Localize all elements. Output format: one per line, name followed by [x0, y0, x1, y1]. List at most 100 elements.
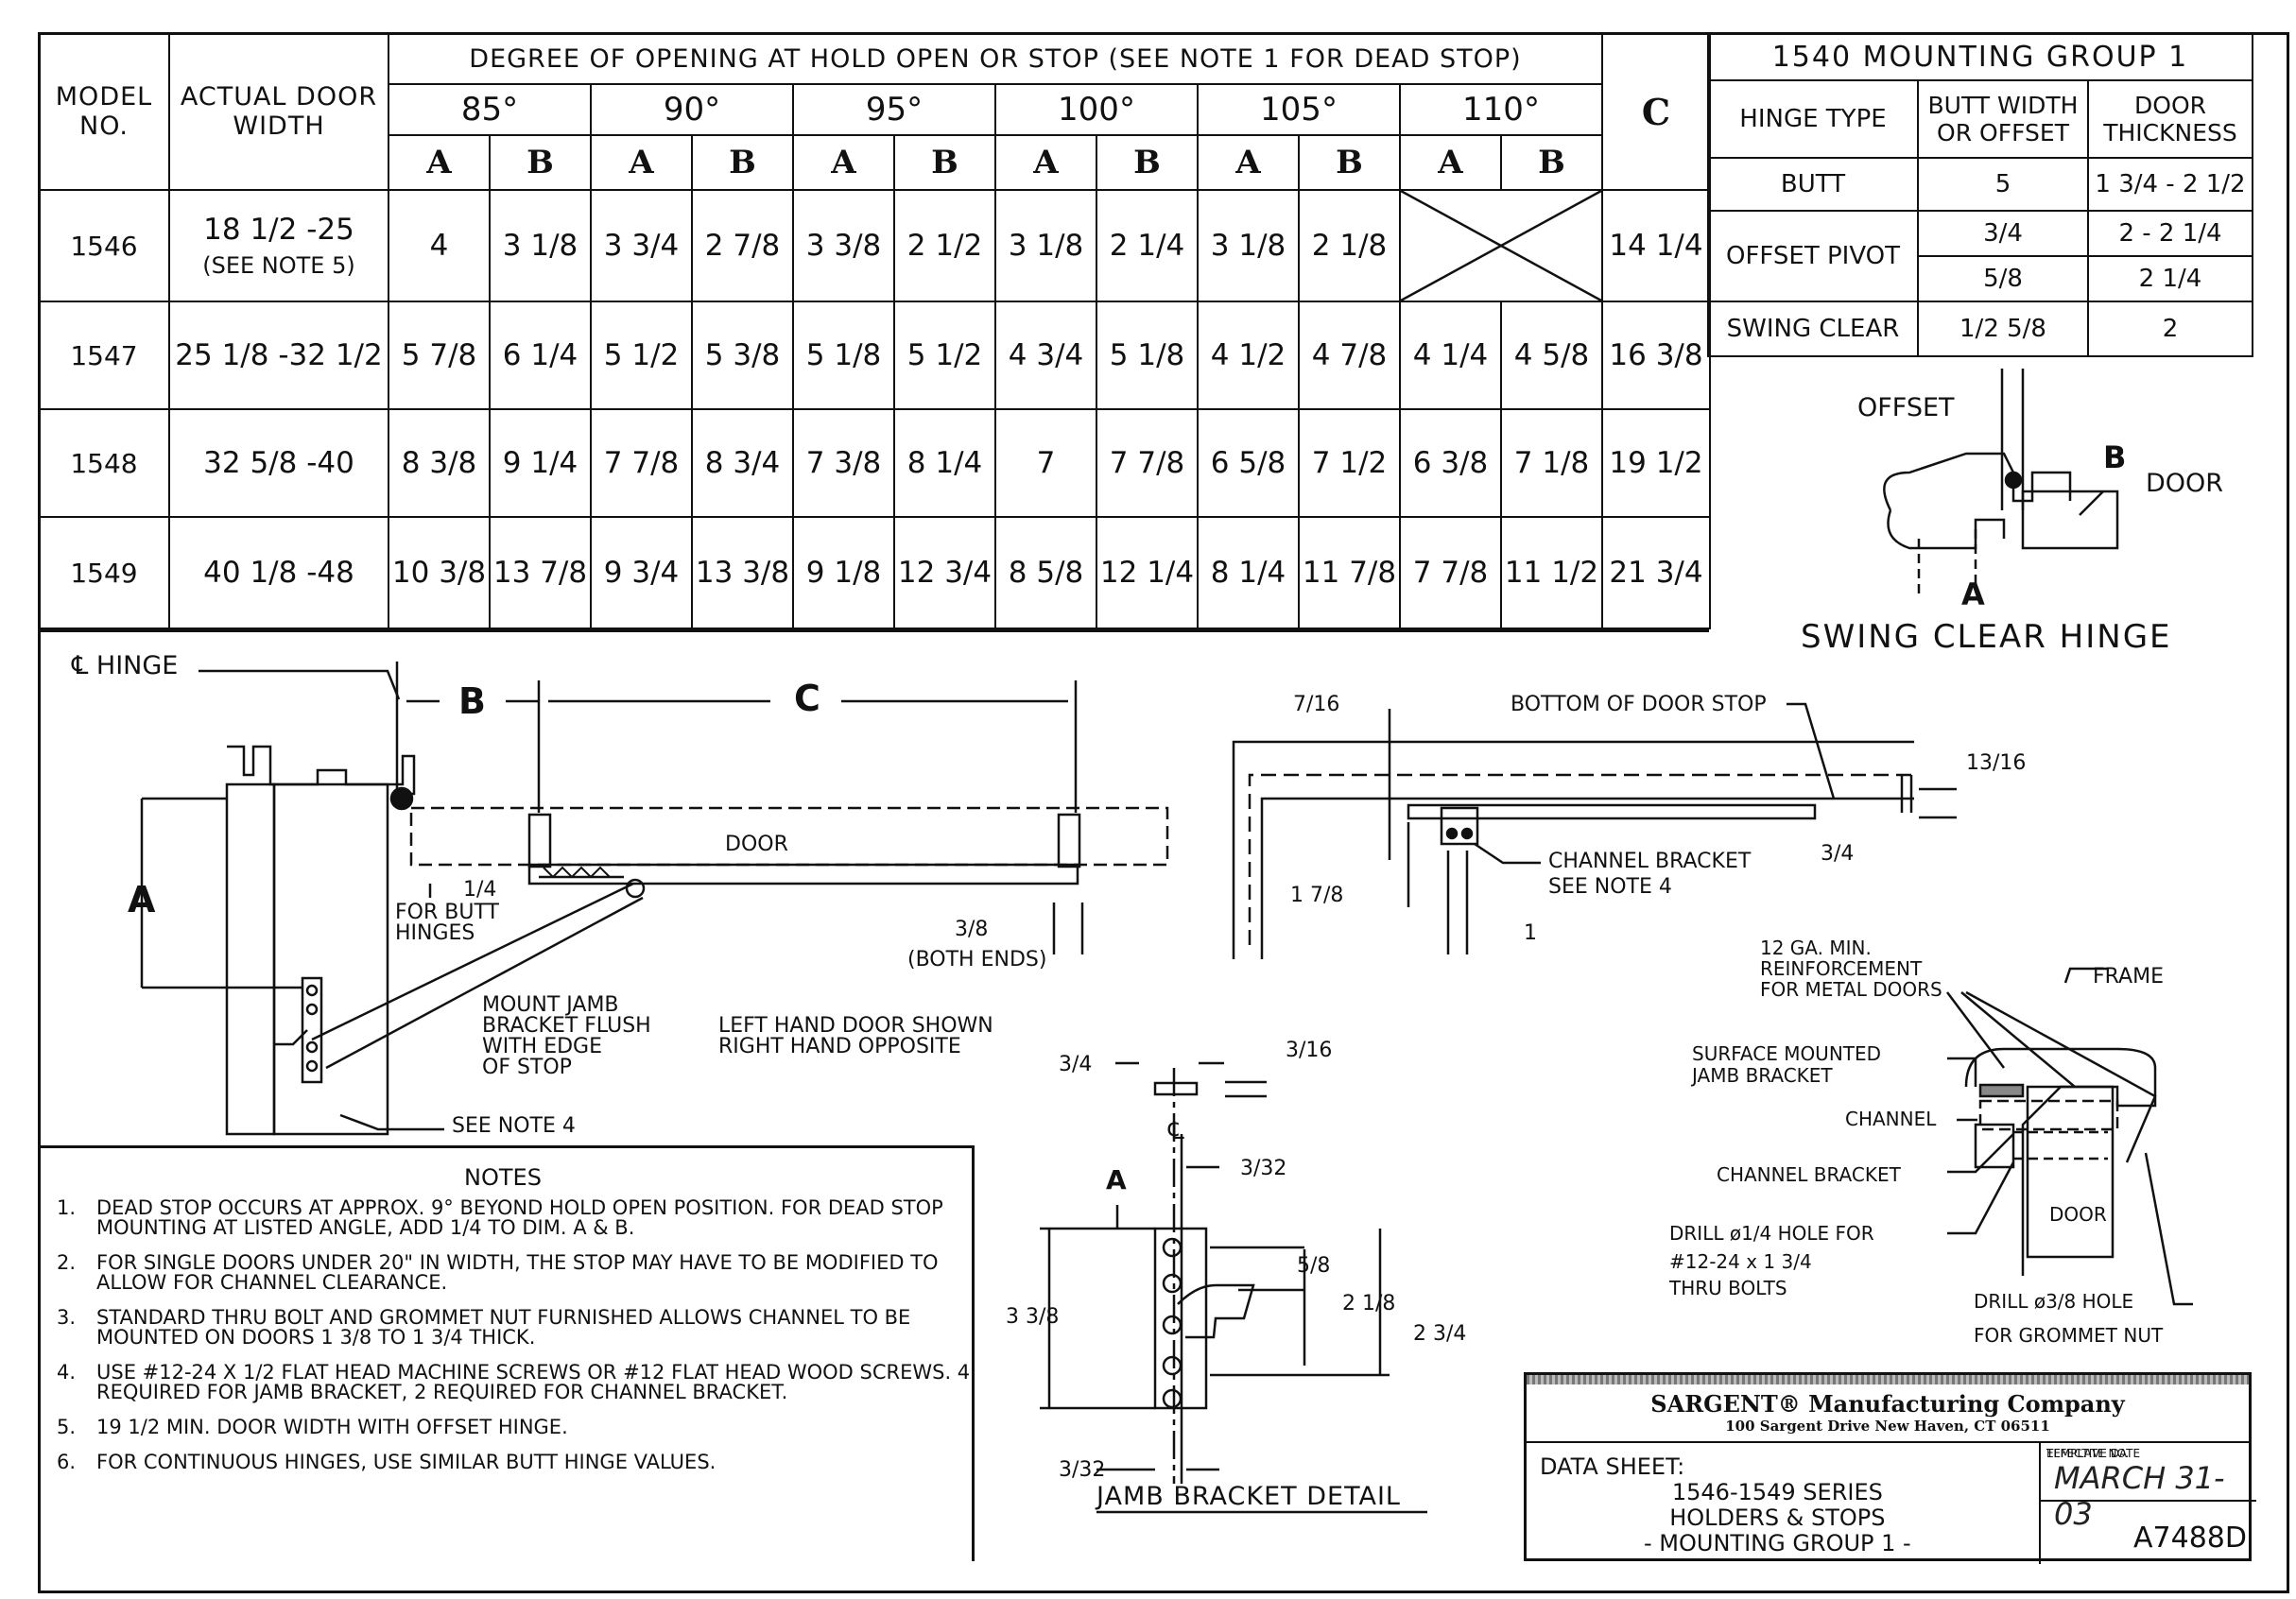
dimension-cell: 4 5/8	[1500, 301, 1603, 410]
c-header: C	[1601, 32, 1711, 191]
jamb-2-1-8: 2 1/8	[1342, 1292, 1395, 1315]
holder-dimensions-table: MODEL NO. ACTUAL DOOR WIDTH DEGREE OF OP…	[38, 32, 1711, 629]
door-width: 18 1/2 -25 (SEE NOTE 5)	[168, 189, 389, 302]
dimension-cell: 2 7/8	[691, 189, 794, 302]
door-width-value: 25 1/8 -32 1/2	[175, 338, 383, 372]
mount-line-3: WITH EDGE	[482, 1035, 602, 1058]
dim-b-label: B	[458, 680, 486, 722]
for-butt-label: FOR BUTT	[395, 901, 499, 924]
model-number: 1546	[38, 189, 170, 302]
dimension-cell: 8 1/4	[1197, 516, 1300, 629]
door-width-value: 32 5/8 -40	[203, 446, 354, 480]
reinforce-line-2: REINFORCEMENT	[1760, 957, 1923, 980]
effective-date-label: EFFECTIVE DATE	[2046, 1447, 2141, 1460]
dimension-cell: 8 3/4	[691, 408, 794, 518]
swing-a-label: A	[1961, 576, 1985, 612]
door-width-note: (SEE NOTE 5)	[202, 252, 355, 279]
dimension-c-cell: 14 1/4	[1601, 189, 1711, 302]
dimension-c-cell: 21 3/4	[1601, 516, 1711, 629]
butt-thickness: 1 3/4 - 2 1/2	[2086, 157, 2254, 212]
surface-line-2: JAMB BRACKET	[1690, 1064, 1833, 1087]
section-door-label: DOOR	[2049, 1203, 2107, 1226]
company-address: 100 Sargent Drive New Haven, CT 06511	[1725, 1418, 2050, 1435]
dimension-cell: 3 1/8	[489, 189, 592, 302]
dimension-cell: 4 1/4	[1399, 301, 1502, 410]
dimension-cell: 2 1/4	[1096, 189, 1199, 302]
dimension-c-cell: 16 3/8	[1601, 301, 1711, 410]
dimension-cell: 12 3/4	[893, 516, 996, 629]
model-number: 1548	[38, 408, 170, 518]
dimension-cell: 6 1/4	[489, 301, 592, 410]
dimension-cell: 13 3/8	[691, 516, 794, 629]
grommet-label: FOR GROMMET NUT	[1974, 1324, 2164, 1347]
note-item: 6.For continuous hinges, use similar but…	[57, 1453, 993, 1472]
swing-clear-type: SWING CLEAR	[1707, 301, 1919, 357]
door-width: 32 5/8 -40	[168, 408, 389, 518]
notes-top-rule	[38, 1145, 974, 1148]
jamb-detail-caption: JAMB BRACKET DETAIL	[1095, 1482, 1401, 1511]
dimension-cell: 7 7/8	[1096, 408, 1199, 518]
a-header-0: A	[388, 134, 491, 191]
note-item: 5.19 1/2 min. door width with offset hin…	[57, 1418, 993, 1437]
notes-right-rule	[972, 1145, 975, 1561]
mount-line-4: OF STOP	[482, 1056, 572, 1079]
a-header-1: A	[590, 134, 693, 191]
hinges-label: HINGES	[395, 921, 475, 945]
dimension-cell: 5 1/2	[590, 301, 693, 410]
title-block: SARGENT® Manufacturing Company 100 Sarge…	[1524, 1372, 2256, 1564]
swing-clear-caption: SWING CLEAR HINGE	[1801, 618, 2172, 656]
dimension-cell: 3 3/4	[590, 189, 693, 302]
door-width-value: 18 1/2 -25	[203, 213, 354, 247]
drill1-line-2: #12-24 x 1 3/4	[1669, 1250, 1812, 1273]
door-stop-elevation-drawing	[1232, 702, 1957, 959]
dimension-cell: 7 3/8	[792, 408, 895, 518]
degree-header: DEGREE OF OPENING AT HOLD OPEN OR STOP (…	[388, 32, 1603, 85]
note-item: 3. Standard thru bolt and grommet nut fur…	[57, 1308, 993, 1348]
swing-b-label: B	[2103, 439, 2126, 475]
product-label: HOLDERS & STOPS	[1669, 1504, 1886, 1531]
note-text: Standard thru bolt and grommet nut furni…	[96, 1306, 911, 1349]
offset-label: OFFSET	[1857, 393, 1955, 422]
notes-list: 1.Dead stop occurs at approx. 9° beyond …	[57, 1198, 993, 1487]
note-item: 2.For single doors under 20" in width, t…	[57, 1253, 993, 1293]
stop-7-16: 7/16	[1293, 693, 1339, 716]
company-header: SARGENT® Manufacturing Company 100 Sarge…	[1527, 1384, 2249, 1443]
stop-1: 1	[1524, 921, 1537, 945]
door-label: DOOR	[725, 833, 788, 856]
channel-bracket-label: CHANNEL BRACKET	[1717, 1163, 1902, 1186]
note-text: 19 1/2 min. door width with offset hinge…	[96, 1416, 568, 1438]
jamb-a-label: A	[1106, 1164, 1127, 1195]
jamb-3-4: 3/4	[1059, 1053, 1092, 1076]
degree-4: 105°	[1197, 83, 1401, 136]
hinge-centerline-label: ℄ HINGE	[71, 651, 178, 680]
a-header-3: A	[994, 134, 1097, 191]
dimension-cell: 12 1/4	[1096, 516, 1199, 629]
notes-title: NOTES	[464, 1164, 542, 1191]
swing-door-label: DOOR	[2146, 469, 2223, 498]
dimension-cell: 4 3/4	[994, 301, 1097, 410]
dimension-cell: 5 3/8	[691, 301, 794, 410]
template-label: TEMPLATE NO.	[2046, 1447, 2130, 1460]
hand-line-1: LEFT HAND DOOR SHOWN	[718, 1014, 993, 1038]
data-sheet-info: DATA SHEET: 1546-1549 SERIES HOLDERS & S…	[1540, 1454, 1911, 1556]
model-number: 1549	[38, 516, 170, 629]
note-text: Dead stop occurs at approx. 9° beyond ho…	[96, 1196, 943, 1239]
model-header: MODEL NO.	[38, 32, 170, 191]
door-width: 25 1/8 -32 1/2	[168, 301, 389, 410]
channel-label: CHANNEL	[1845, 1108, 1937, 1130]
series-label: 1546-1549 SERIES	[1671, 1479, 1883, 1505]
note-number: 3.	[57, 1306, 77, 1329]
surface-line-1: SURFACE MOUNTED	[1692, 1042, 1881, 1065]
dimension-cell: 11 1/2	[1500, 516, 1603, 629]
offset-pivot-width-1: 3/4	[1917, 210, 2089, 257]
dimension-cell: 11 7/8	[1298, 516, 1401, 629]
degree-1: 90°	[590, 83, 794, 136]
drill1-line-3: THRU BOLTS	[1668, 1277, 1787, 1299]
a-header-2: A	[792, 134, 895, 191]
dimension-cell: 9 1/8	[792, 516, 895, 629]
dimension-cell: 3 1/8	[1197, 189, 1300, 302]
dimension-cell: 6 5/8	[1197, 408, 1300, 518]
dimension-cell: 10 3/8	[388, 516, 491, 629]
offset-pivot-thickness-2: 2 1/4	[2086, 255, 2254, 302]
